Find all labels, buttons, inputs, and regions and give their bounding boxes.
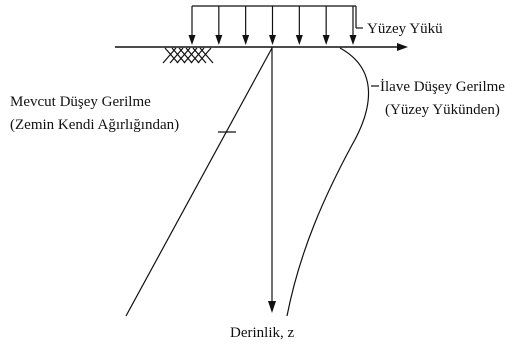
surface-load-label: Yüzey Yükü: [367, 21, 443, 37]
ground-surface-line: [115, 43, 408, 51]
load-arrow: [295, 6, 303, 45]
load-arrow: [215, 6, 223, 45]
load-arrow: [269, 6, 276, 45]
additional-stress-curve: [286, 47, 370, 317]
load-arrow: [322, 6, 330, 45]
existing-stress-label-line2: (Zemin Kendi Ağırlığından): [10, 117, 179, 133]
depth-axis-label: Derinlik, z: [230, 325, 294, 341]
load-arrow: [349, 6, 357, 45]
load-arrow: [188, 6, 196, 45]
existing-stress-line: [125, 47, 273, 317]
surface-load-frame: [192, 5, 363, 29]
additional-stress-label-line2: (Yüzey Yükünden): [385, 102, 500, 118]
depth-axis: [268, 47, 276, 313]
surface-load-arrows: [188, 6, 357, 45]
additional-stress-label-line1: İlave Düşey Gerilme: [380, 79, 505, 95]
existing-stress-label-line1: Mevcut Düşey Gerilme: [10, 94, 151, 110]
soil-hatching: [162, 47, 214, 64]
load-arrow: [242, 6, 250, 45]
